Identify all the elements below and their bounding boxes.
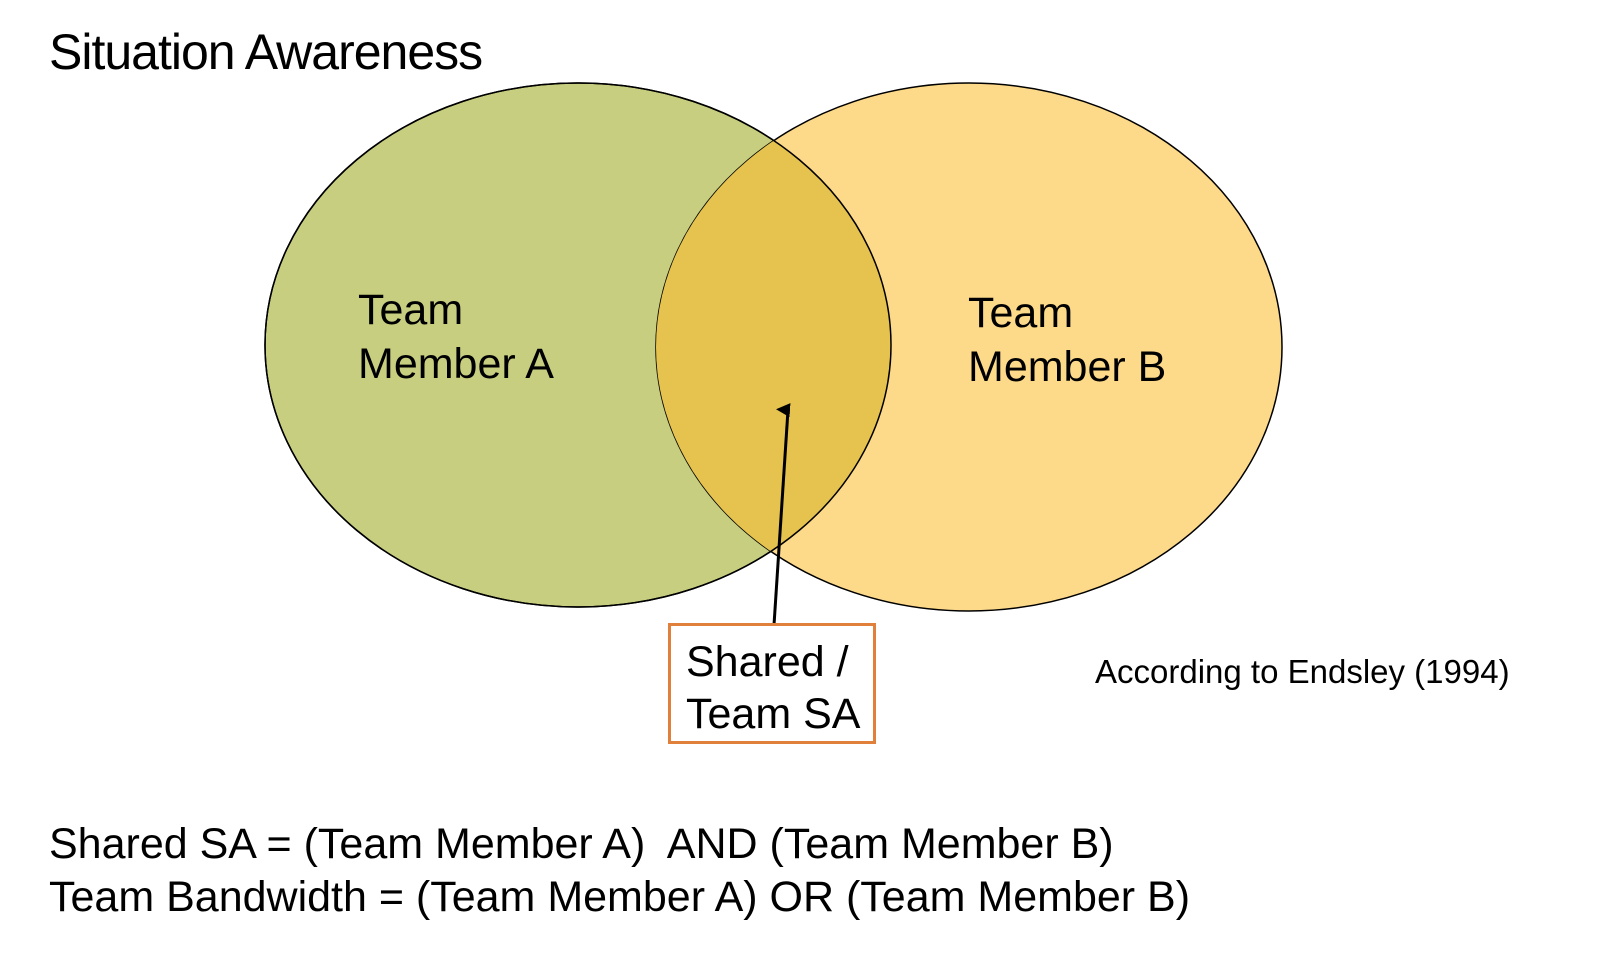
page-title: Situation Awareness xyxy=(49,24,483,80)
team-member-a-outline xyxy=(264,82,892,608)
shared-sa-formula: Shared SA = (Team Member A) AND (Team Me… xyxy=(49,820,1114,868)
shared-overlap-region xyxy=(656,83,891,607)
shared-arrow xyxy=(772,403,791,626)
team-bandwidth-formula: Team Bandwidth = (Team Member A) OR (Tea… xyxy=(49,873,1191,921)
shared-team-sa-box: Shared / Team SA xyxy=(668,623,876,744)
shared-box-line1: Shared / xyxy=(686,638,849,686)
team-member-a-label: Team Member A xyxy=(358,283,554,391)
team-member-b-label: Team Member B xyxy=(968,286,1166,394)
team-member-b-line2: Member B xyxy=(968,343,1167,391)
shared-box-line2: Team SA xyxy=(686,690,861,738)
team-member-a-line1: Team xyxy=(358,286,464,334)
source-citation: According to Endsley (1994) xyxy=(1095,653,1510,690)
team-member-a-line2: Member A xyxy=(358,340,554,388)
team-member-b-line1: Team xyxy=(968,289,1074,337)
